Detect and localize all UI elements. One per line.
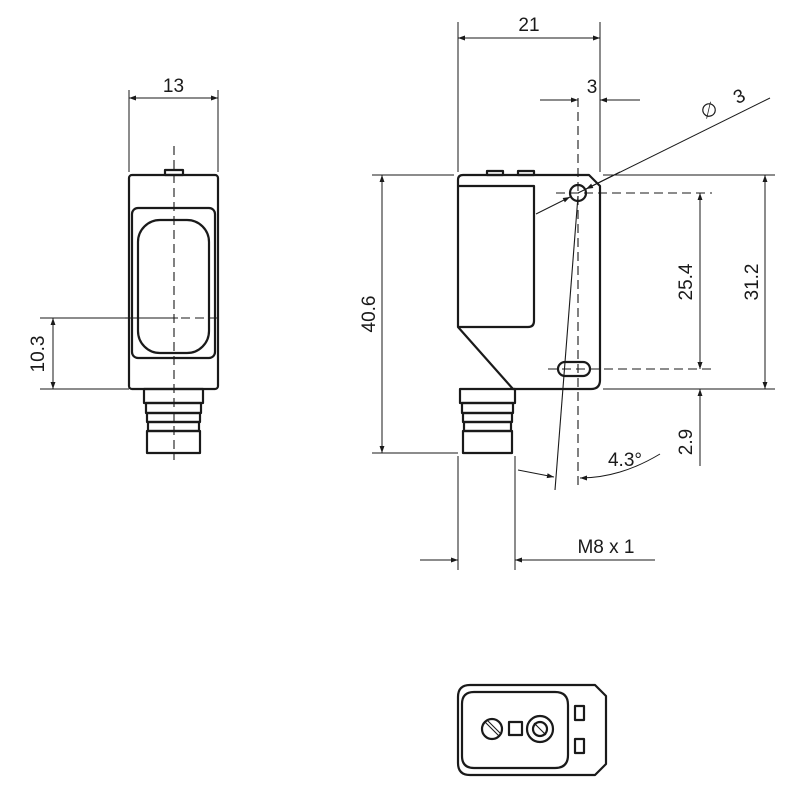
dim-lens-height: 10.3	[28, 317, 178, 390]
dim-slot-offset: 3	[540, 77, 640, 172]
front-view-top-tab-right	[516, 169, 536, 177]
front-view-connector	[458, 387, 517, 455]
led-indicator-square	[507, 720, 524, 737]
beam-axis-line	[554, 195, 579, 491]
bottom-view-inner-outline	[460, 690, 570, 770]
front-view	[456, 98, 712, 491]
dim-overall-height-label: 40.6	[359, 296, 380, 333]
dim-hole-spacing: 25.4	[676, 193, 703, 369]
dim-top-to-axis-label: 31.2	[742, 264, 763, 301]
dim-thread: M8 x 1	[420, 456, 655, 570]
dim-connector-length-label: 2.9	[676, 429, 697, 455]
side-view: 13 10.3	[28, 76, 222, 460]
dim-connector-length: 2.9	[676, 336, 703, 466]
dim-width-side-label: 13	[163, 76, 184, 97]
bottom-view	[456, 683, 608, 777]
dim-beam-angle: 4.3°	[517, 450, 661, 481]
bottom-view-housing	[456, 683, 608, 777]
led-indicator-bottom	[573, 737, 586, 755]
dim-slot-offset-label: 3	[587, 77, 598, 98]
dim-top-to-axis: 31.2	[603, 174, 775, 390]
dim-hole-diameter-label: 3	[730, 85, 749, 109]
dim-width-front: 21	[457, 15, 601, 172]
front-view-housing	[456, 173, 602, 391]
dim-thread-label: M8 x 1	[577, 537, 634, 558]
sensitivity-potentiometer-icon	[480, 717, 504, 741]
dim-beam-angle-label: 4.3°	[608, 450, 642, 471]
dim-width-side: 13	[128, 76, 219, 172]
dim-width-front-label: 21	[518, 15, 539, 36]
led-indicator-top	[573, 704, 586, 722]
dim-overall-height: 40.6	[359, 174, 458, 454]
mode-potentiometer-icon	[525, 714, 555, 744]
diameter-symbol: ∅	[698, 98, 722, 124]
dim-hole-spacing-label: 25.4	[676, 263, 697, 300]
front-view-lens-recess	[458, 184, 536, 329]
dim-lens-height-label: 10.3	[28, 336, 49, 373]
front-view-top-tab-left	[485, 169, 505, 177]
